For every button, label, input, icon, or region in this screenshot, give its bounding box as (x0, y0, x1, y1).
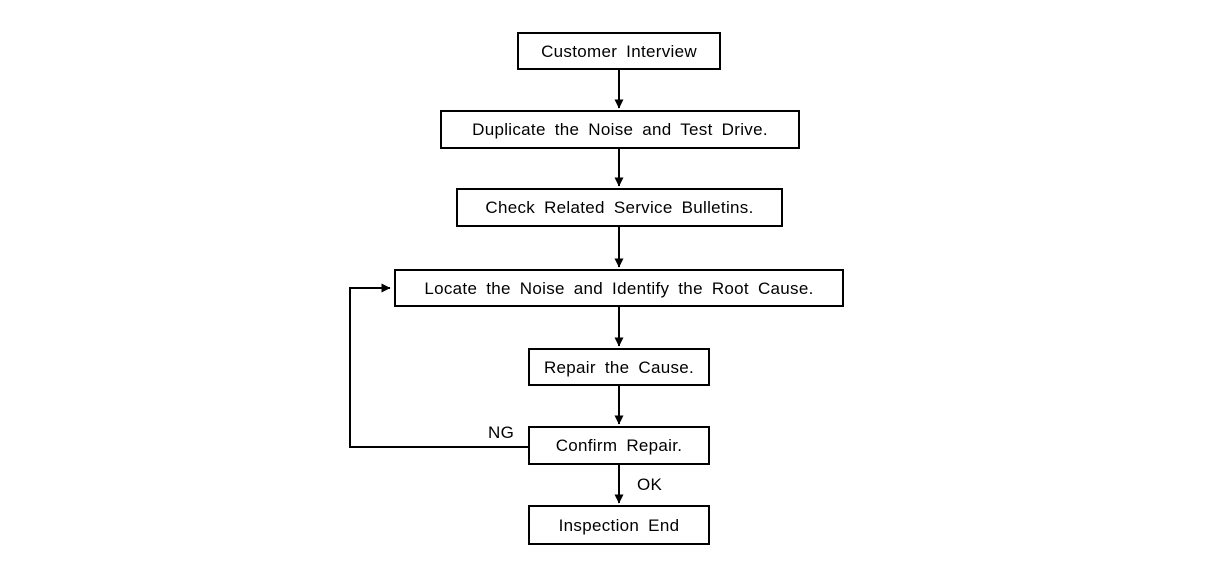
edge-label-ok: OK (637, 475, 663, 494)
node-label: Locate the Noise and Identify the Root C… (424, 278, 814, 298)
node-customer-interview[interactable]: Customer Interview (517, 32, 721, 70)
node-locate-noise[interactable]: Locate the Noise and Identify the Root C… (394, 269, 844, 307)
node-confirm-repair[interactable]: Confirm Repair. (528, 426, 710, 465)
node-check-bulletins[interactable]: Check Related Service Bulletins. (456, 188, 783, 227)
node-label: Inspection End (558, 515, 680, 535)
node-duplicate-noise[interactable]: Duplicate the Noise and Test Drive. (440, 110, 800, 149)
node-label: Check Related Service Bulletins. (485, 198, 754, 217)
node-label: Customer Interview (541, 41, 697, 61)
node-label: Confirm Repair. (555, 436, 683, 455)
edge-label-ng: NG (488, 423, 515, 442)
node-label: Duplicate the Noise and Test Drive. (472, 120, 768, 139)
node-label: Repair the Cause. (543, 357, 695, 377)
node-repair-cause[interactable]: Repair the Cause. (528, 348, 710, 386)
node-inspection-end[interactable]: Inspection End (528, 505, 710, 545)
